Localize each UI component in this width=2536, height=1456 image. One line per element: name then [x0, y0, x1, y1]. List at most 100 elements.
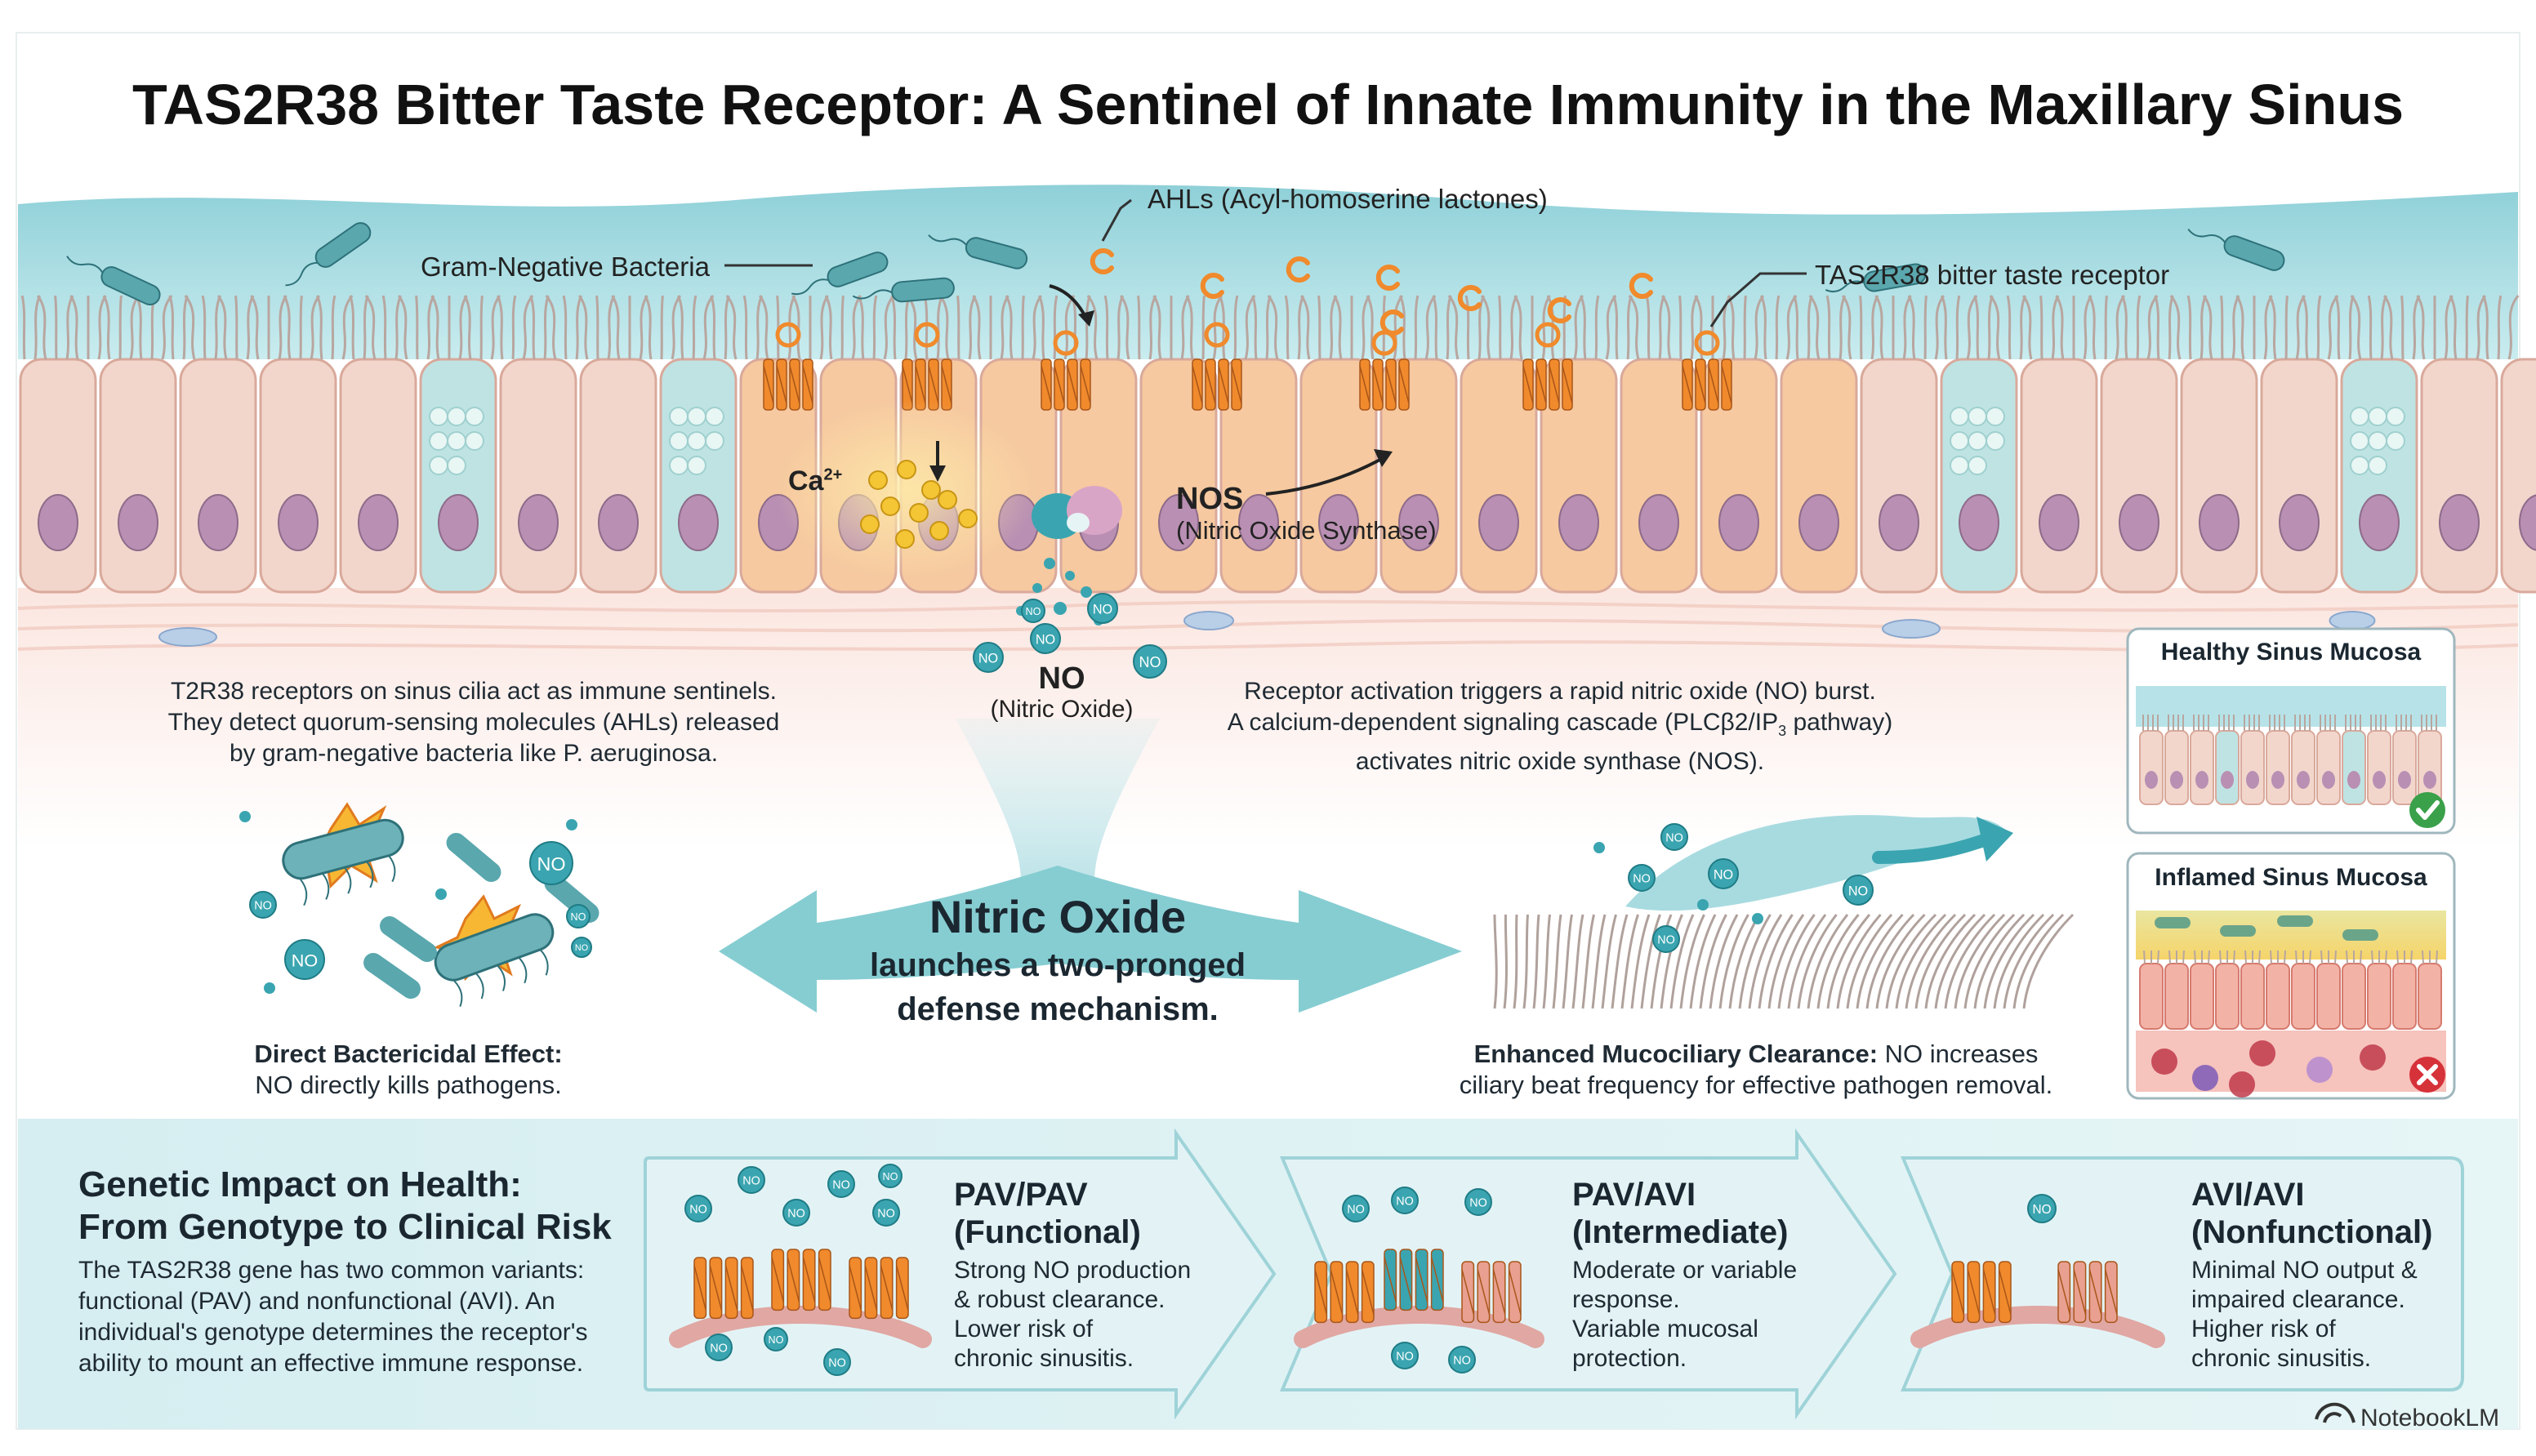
- cilium: [595, 295, 599, 360]
- cilium: [182, 295, 189, 360]
- cilium: [2268, 295, 2277, 360]
- ciliated-cell: [579, 358, 657, 594]
- cilium: [394, 295, 402, 360]
- genotype-name: PAV/AVI: [1572, 1177, 1696, 1213]
- cilium: [1885, 913, 1937, 1009]
- no-particle: [435, 888, 447, 900]
- no-molecule-label: NO: [1139, 654, 1161, 670]
- cilium: [1267, 295, 1279, 360]
- genotype-name: PAV/PAV: [954, 1177, 1088, 1213]
- cilium: [1987, 295, 1994, 360]
- cilium: [1934, 295, 1945, 360]
- calcium-ion: [880, 496, 900, 516]
- no-molecule-label: NO: [828, 1357, 846, 1370]
- cilium: [1923, 295, 1928, 360]
- cilium: [1865, 913, 1915, 1009]
- no-molecule: NO: [249, 891, 277, 919]
- inset-cell: [2392, 963, 2417, 1030]
- cilium: [1934, 913, 1986, 1009]
- bacterium-fragment: [363, 952, 421, 1000]
- cilium: [1973, 295, 1980, 360]
- mucin-granule: [705, 407, 724, 426]
- no-particle: [1081, 586, 1092, 598]
- cilium: [463, 295, 472, 360]
- bacterium-fragment: [446, 833, 501, 882]
- receptor-icon: [771, 1249, 831, 1311]
- immune-cell: [2360, 1044, 2386, 1071]
- cilium: [2012, 913, 2065, 1009]
- cilium: [644, 295, 653, 360]
- cilium: [725, 295, 738, 360]
- cilium: [511, 295, 517, 360]
- bacterium-icon: [791, 252, 889, 296]
- genetic-heading-1: Genetic Impact on Health:: [78, 1164, 522, 1204]
- no-molecule-label: NO: [254, 900, 272, 913]
- inset-cell: [2190, 963, 2214, 1030]
- receptor-icon: [1359, 358, 1410, 411]
- page-title: TAS2R38 Bitter Taste Receptor: A Sentine…: [131, 73, 2405, 136]
- bactericidal-caption: Direct Bactericidal Effect: NO directly …: [196, 1039, 621, 1101]
- no-particle: [1032, 583, 1042, 593]
- calcium-ion: [929, 521, 949, 541]
- no-particle: [566, 819, 577, 830]
- mucin-granule: [2350, 407, 2369, 426]
- mucin-granule: [1950, 456, 1969, 475]
- no-molecule-label: NO: [742, 1175, 760, 1188]
- no-molecule: NO: [1464, 1188, 1492, 1216]
- inset-cilium: [2284, 950, 2286, 964]
- genetic-line-3: individual's genotype determines the rec…: [78, 1319, 588, 1346]
- cilium: [341, 295, 354, 360]
- inset-nucleus: [2322, 771, 2335, 789]
- cilium: [1787, 914, 1827, 1009]
- no-molecule: NO: [529, 841, 573, 885]
- no-particle: [1044, 558, 1055, 569]
- no-molecule-label: NO: [883, 1171, 898, 1182]
- nucleus: [598, 494, 639, 551]
- cilium: [363, 295, 369, 360]
- cilium: [2507, 295, 2520, 360]
- no-molecule-label: NO: [769, 1334, 784, 1346]
- cilium: [755, 295, 763, 360]
- cilium: [1447, 295, 1460, 360]
- ciliated-cell: [339, 358, 417, 594]
- cilium: [2449, 295, 2458, 360]
- cilium: [2006, 295, 2012, 360]
- cilium: [168, 295, 175, 360]
- inset-cilium: [2143, 950, 2146, 964]
- cilium: [2382, 295, 2394, 360]
- nos-enzyme-icon: [1032, 486, 1122, 539]
- no-particle: [1054, 602, 1067, 615]
- nucleus: [1558, 494, 1599, 551]
- receptor-icon: [1314, 1261, 1375, 1324]
- no-molecule: NO: [782, 1199, 810, 1227]
- cilium: [2295, 295, 2306, 360]
- cilium: [2003, 913, 2055, 1009]
- activation-line-1: Receptor activation triggers a rapid nit…: [1244, 678, 1876, 705]
- no-molecule: NO: [1628, 864, 1656, 892]
- cilium: [1493, 914, 1498, 1009]
- inset-cell: [2342, 730, 2366, 805]
- cilium: [1902, 295, 1912, 360]
- no-molecule: NO: [878, 1164, 903, 1188]
- bound-ahl: [1535, 322, 1561, 348]
- bound-ahl: [1204, 322, 1230, 348]
- cilium: [1562, 295, 1567, 360]
- nucleus: [1238, 494, 1279, 551]
- bound-ahl: [1053, 330, 1079, 356]
- cilium: [2350, 295, 2362, 360]
- cilium: [611, 295, 621, 360]
- inflamed-inset-label: Inflamed Sinus Mucosa: [2155, 864, 2427, 891]
- mucin-granule: [2350, 456, 2369, 475]
- no-molecule: NO: [1391, 1342, 1419, 1369]
- receptor-icon: [1461, 1261, 1522, 1324]
- nos-full-label: (Nitric Oxide Synthase): [1176, 516, 1437, 545]
- no-particle: [1065, 571, 1075, 581]
- cilium: [1728, 914, 1761, 1009]
- cilium: [1464, 295, 1470, 360]
- cilium: [1807, 295, 1813, 360]
- cilium: [543, 295, 550, 360]
- cilium: [1393, 295, 1404, 360]
- genotype-line: Higher risk of: [2191, 1316, 2336, 1342]
- genotype-pav-avi: PAV/AVI (Intermediate) Moderate or varia…: [1572, 1176, 1817, 1374]
- cilium: [278, 295, 287, 360]
